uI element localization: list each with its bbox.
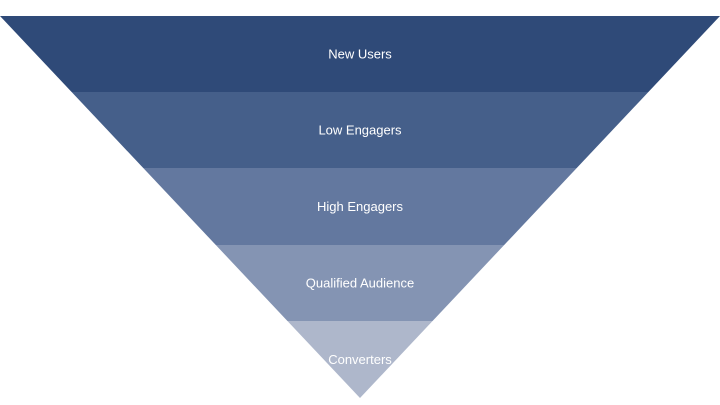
funnel-stage-low-engagers [71, 92, 649, 168]
funnel-stage-high-engagers [143, 168, 577, 245]
funnel-stage-converters [287, 321, 433, 398]
funnel-stage-qualified-audience [215, 245, 505, 321]
funnel-stage-new-users [0, 16, 720, 92]
funnel-stage-label-qualified-audience: Qualified Audience [306, 275, 414, 290]
funnel-stage-label-new-users: New Users [328, 46, 392, 61]
funnel-stage-label-converters: Converters [328, 352, 392, 367]
funnel-stage-label-low-engagers: Low Engagers [318, 122, 402, 137]
funnel-stage-label-high-engagers: High Engagers [317, 199, 403, 214]
